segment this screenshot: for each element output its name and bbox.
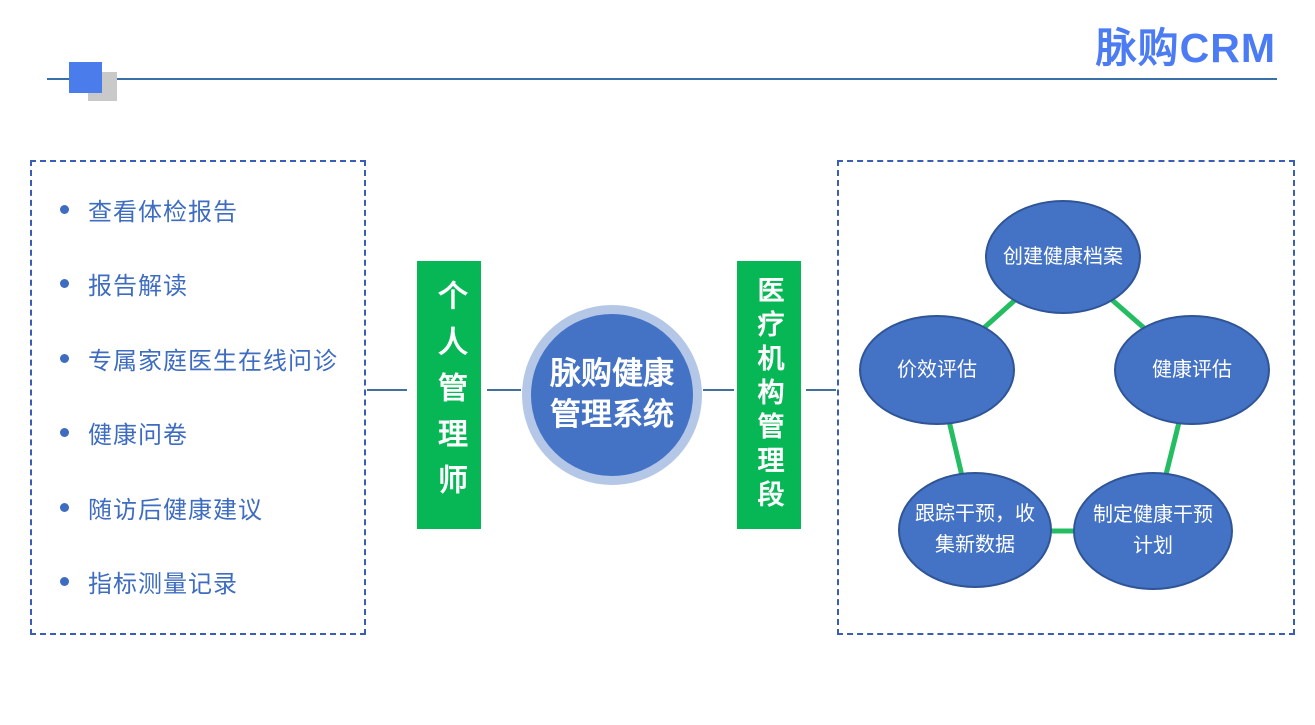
list-item-label: 随访后健康建议	[88, 496, 263, 524]
personal-services-panel: 查看体检报告 报告解读 专属家庭医生在线问诊 健康问卷 随访后健康建议 指标测量…	[30, 160, 366, 635]
process-node-label: 跟踪干预，收 集新数据	[915, 503, 1035, 556]
list-item-label: 指标测量记录	[88, 571, 238, 599]
process-node-health-evaluation: 健康评估	[1114, 315, 1270, 425]
list-item-label: 报告解读	[88, 273, 188, 301]
bullet-icon	[60, 204, 69, 214]
bullet-icon	[60, 577, 69, 587]
system-circle-label: 脉购健康 管理系统	[550, 356, 674, 432]
connector-line	[487, 389, 521, 391]
list-item: 指标测量记录	[32, 561, 364, 603]
connector-line	[703, 389, 734, 391]
header-accent-blue-square	[69, 62, 102, 93]
process-node-label: 健康评估	[1152, 358, 1232, 381]
process-node-label: 创建健康档案	[1003, 245, 1123, 268]
bullet-icon	[60, 353, 69, 363]
header-divider	[47, 78, 1277, 80]
bullet-icon	[60, 279, 69, 289]
connector-line	[806, 389, 836, 391]
process-node-label: 制定健康干预 计划	[1093, 504, 1213, 557]
system-circle: 脉购健康 管理系统	[522, 305, 702, 485]
process-node-value-evaluation: 价效评估	[859, 315, 1015, 425]
process-node-track-intervention: 跟踪干预，收 集新数据	[898, 472, 1052, 588]
bullet-icon	[60, 502, 69, 512]
connector-line	[367, 389, 407, 391]
medical-org-bar: 医疗机构管理段	[737, 261, 801, 529]
bullet-icon	[60, 428, 69, 438]
process-panel	[837, 160, 1295, 635]
list-item-label: 专属家庭医生在线问诊	[88, 347, 338, 375]
list-item-label: 健康问卷	[88, 422, 188, 450]
personal-manager-bar: 个人管理师	[417, 261, 481, 529]
process-node-make-plan: 制定健康干预 计划	[1073, 472, 1233, 590]
list-item: 随访后健康建议	[32, 486, 364, 528]
list-item: 专属家庭医生在线问诊	[32, 337, 364, 379]
list-item-label: 查看体检报告	[88, 198, 238, 226]
list-item: 报告解读	[32, 263, 364, 305]
process-node-create-archive: 创建健康档案	[985, 200, 1141, 314]
list-item: 查看体检报告	[32, 188, 364, 230]
brand-logo: 脉购CRM	[1095, 25, 1276, 71]
process-node-label: 价效评估	[897, 358, 977, 381]
list-item: 健康问卷	[32, 412, 364, 454]
